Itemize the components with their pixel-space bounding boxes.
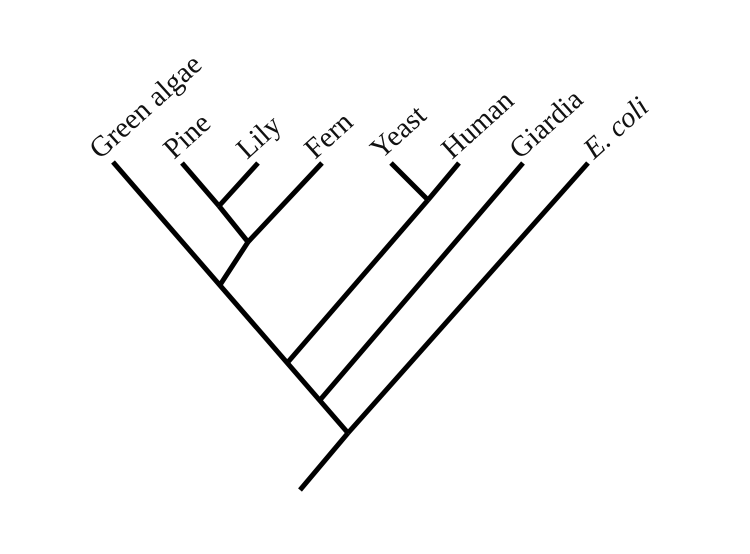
- branch-yeast: [389, 161, 430, 202]
- branch-root-stem: [298, 431, 350, 492]
- branch-fern: [246, 161, 324, 244]
- branch-lily: [217, 161, 260, 208]
- branch-yeast-human-stem: [286, 198, 430, 364]
- branch-giardia: [318, 161, 525, 402]
- label-fern: Fern: [298, 106, 359, 166]
- branch-backbone: [111, 160, 350, 435]
- label-giardia: Giardia: [503, 83, 589, 165]
- branch-e-coli: [346, 161, 590, 435]
- branch-plant-stem: [217, 240, 251, 287]
- taxon-labels: Green algae Pine Lily Fern Yeast Human G…: [83, 48, 655, 166]
- tree-branches: [111, 160, 590, 492]
- label-lily: Lily: [230, 109, 288, 165]
- label-human: Human: [435, 84, 520, 165]
- branch-pine-lily-stem: [217, 204, 250, 244]
- label-yeast: Yeast: [364, 99, 432, 165]
- branch-human: [426, 161, 461, 202]
- branch-pine: [180, 161, 221, 208]
- label-e-coli: E. coli: [577, 91, 655, 166]
- label-pine: Pine: [157, 107, 217, 165]
